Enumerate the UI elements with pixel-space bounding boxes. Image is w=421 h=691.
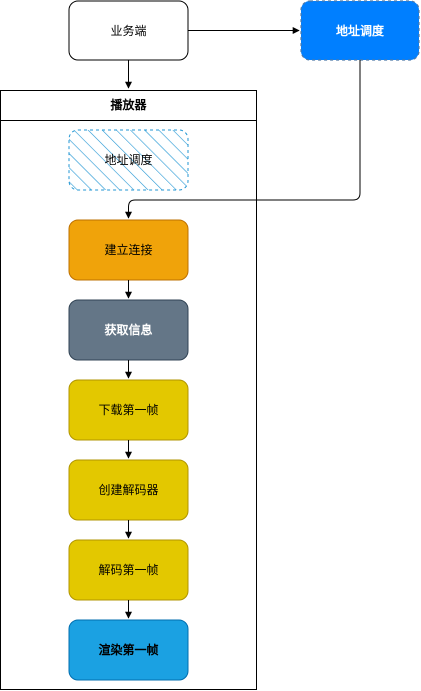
decode-first-frame-label: 解码第一帧	[98, 563, 158, 577]
player-title: 播放器	[110, 97, 147, 112]
fetch-info-node: 获取信息	[68, 299, 189, 361]
fetch-info-label: 获取信息	[103, 322, 152, 337]
edge-dispatch-to-connect	[125, 60, 361, 219]
connect-label: 建立连接	[104, 242, 152, 257]
create-decoder-label: 创建解码器	[98, 483, 158, 497]
create-decoder-node: 创建解码器	[68, 459, 189, 521]
business-node: 业务端	[68, 0, 189, 61]
decode-first-frame-node: 解码第一帧	[68, 539, 189, 601]
render-first-frame-label: 渲染第一帧	[98, 642, 158, 657]
download-first-frame-node: 下载第一帧	[68, 379, 189, 441]
external-address-dispatch-node: 地址调度	[300, 0, 420, 61]
external-address-dispatch-label: 地址调度	[336, 23, 385, 38]
connect-node: 建立连接	[68, 219, 189, 281]
business-label: 业务端	[110, 23, 146, 38]
internal-address-dispatch-label: 地址调度	[104, 152, 152, 167]
internal-address-dispatch-node: 地址调度	[68, 129, 189, 191]
render-first-frame-node: 渲染第一帧	[68, 619, 189, 681]
download-first-frame-label: 下载第一帧	[98, 403, 158, 417]
